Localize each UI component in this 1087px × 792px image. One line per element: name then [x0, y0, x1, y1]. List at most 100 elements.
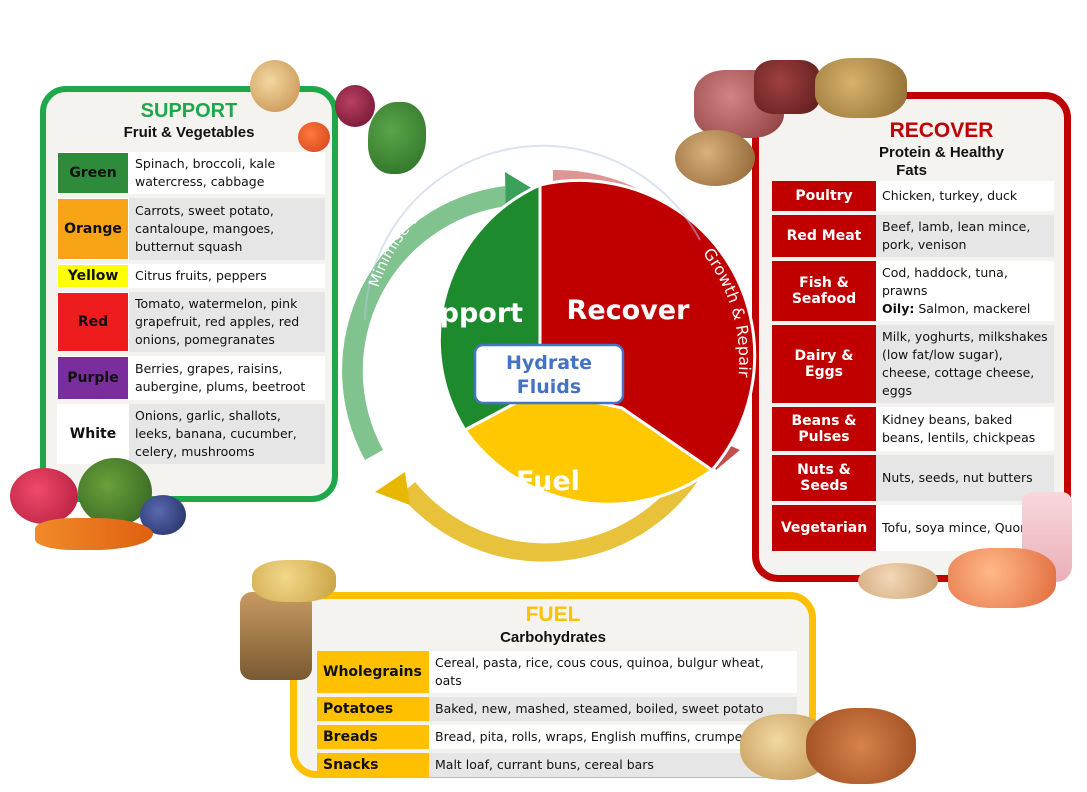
support-category-label: Purple [57, 356, 129, 400]
broccoli-image [78, 458, 152, 526]
fuel-arrow-band [400, 460, 705, 562]
recover-category-label: Beans & Pulses [772, 407, 876, 451]
recover-panel: RECOVER Protein & Healthy Fats Poultry Ch… [752, 92, 1071, 582]
recover-items-text: Tofu, soya mince, Quorn [882, 520, 1033, 535]
fuel-category-items: Malt loaf, currant buns, cereal bars [429, 753, 797, 777]
support-category-items: Carrots, sweet potato, cantaloupe, mango… [129, 198, 325, 260]
steak-image [754, 60, 820, 114]
hydrate-label-line1: Hydrate [506, 352, 592, 374]
recover-category-label: Poultry [772, 181, 876, 211]
recover-items-text: Beef, lamb, lean mince, pork, venison [882, 219, 1031, 252]
bread-image [240, 592, 312, 680]
fuel-category-items: Cereal, pasta, rice, cous cous, quinoa, … [429, 651, 797, 693]
fuel-category-label: Snacks [317, 753, 429, 777]
recover-category-label: Vegetarian [772, 505, 876, 551]
support-arrow-text: Minimise Wear & Tear [365, 163, 491, 289]
recover-subtitle-line1: Protein & Healthy [878, 144, 1005, 161]
support-arrow-head [505, 172, 538, 220]
fuel-wheel-label: Fuel [516, 466, 580, 497]
support-category-items: Tomato, watermelon, pink grapefruit, red… [129, 292, 325, 352]
berries-image [10, 468, 78, 524]
recover-sector [538, 178, 757, 472]
hydrate-label-line2: Fluids [517, 376, 581, 398]
recover-arrow-band [553, 169, 746, 441]
beetroot-image [335, 85, 375, 127]
recover-items-bold-prefix: Oily: [882, 301, 915, 316]
support-wheel-label: Support [401, 298, 523, 329]
recover-items-text: Chicken, turkey, duck [882, 188, 1018, 203]
recover-category-items: Kidney beans, baked beans, lentils, chic… [876, 407, 1054, 451]
fuel-arrow-text: Energy [405, 512, 461, 554]
recover-category-items: Chicken, turkey, duck [876, 181, 1054, 211]
fuel-category-label: Breads [317, 725, 429, 749]
support-category-items: Citrus fruits, peppers [129, 264, 325, 288]
support-category-label: White [57, 404, 129, 464]
leaf-image [368, 102, 426, 174]
recover-items-text: Kidney beans, baked beans, lentils, chic… [882, 412, 1036, 445]
pasta-image [252, 560, 336, 602]
support-subtitle: Fruit & Vegetables [123, 124, 255, 141]
recover-items-extra: Salmon, mackerel [914, 301, 1031, 316]
recover-subtitle-line2: Fats [896, 162, 927, 179]
recover-items-text: Milk, yoghurts, milkshakes (low fat/low … [882, 329, 1048, 398]
fuel-subtitle: Carbohydrates [500, 629, 606, 646]
support-sector [437, 182, 542, 432]
carrot-image [35, 518, 153, 550]
support-title: SUPPORT [140, 100, 238, 122]
recover-title: RECOVER [889, 119, 994, 142]
recover-items-text: Cod, haddock, tuna, prawns [882, 265, 1008, 298]
fuel-category-items: Bread, pita, rolls, wraps, English muffi… [429, 725, 797, 749]
support-category-label: Red [57, 292, 129, 352]
support-category-label: Green [57, 152, 129, 194]
recover-category-label: Dairy & Eggs [772, 325, 876, 403]
recover-category-items: Milk, yoghurts, milkshakes (low fat/low … [876, 325, 1054, 403]
recover-category-items: Beef, lamb, lean mince, pork, venison [876, 215, 1054, 257]
recover-category-label: Fish & Seafood [772, 261, 876, 321]
fuel-title: FUEL [525, 603, 581, 626]
prawns-image [948, 548, 1056, 608]
eggs-image [858, 563, 938, 599]
recover-row: Vegetarian Tofu, soya mince, Quorn [772, 505, 1054, 551]
fuel-category-items: Baked, new, mashed, steamed, boiled, swe… [429, 697, 797, 721]
tomato-image [298, 122, 330, 152]
support-category-items: Spinach, broccoli, kale watercress, cabb… [129, 152, 325, 194]
recover-wheel-label: Recover [567, 295, 691, 326]
nuts-image [815, 58, 907, 118]
recover-category-items: Nuts, seeds, nut butters [876, 455, 1054, 501]
support-category-items: Onions, garlic, shallots, leeks, banana,… [129, 404, 325, 464]
support-category-label: Orange [57, 198, 129, 260]
fuel-category-label: Potatoes [317, 697, 429, 721]
fuel-arrow-head [375, 472, 410, 505]
fuel-sector [462, 388, 715, 506]
recover-arrow-text: Growth & Repair [699, 244, 754, 378]
recover-category-label: Nuts & Seeds [772, 455, 876, 501]
recover-arrow-head [698, 432, 740, 470]
hydrate-box [473, 343, 625, 405]
support-category-label: Yellow [57, 264, 129, 288]
recover-category-label: Red Meat [772, 215, 876, 257]
fuel-category-label: Wholegrains [317, 651, 429, 693]
chicken-image [675, 130, 755, 186]
support-category-items: Berries, grapes, raisins, aubergine, plu… [129, 356, 325, 400]
support-arrow-band [342, 186, 507, 460]
recover-row: Poultry Chicken, turkey, duck [772, 181, 1054, 211]
